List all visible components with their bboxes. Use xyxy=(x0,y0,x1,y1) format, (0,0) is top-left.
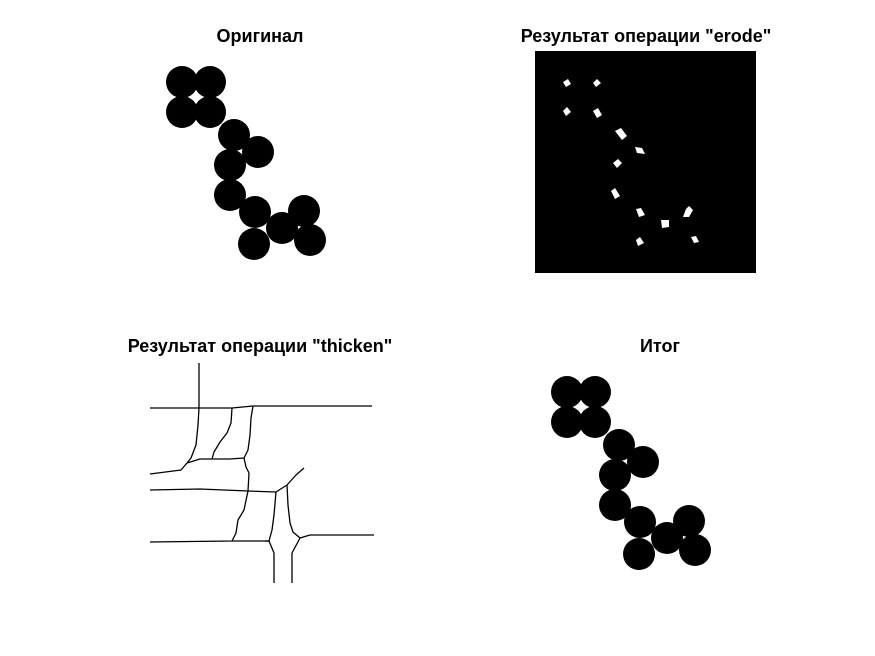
erode-fragment xyxy=(563,107,571,116)
blob-circle xyxy=(266,212,298,244)
blob-circle xyxy=(627,446,659,478)
erode-fragment xyxy=(593,79,601,87)
original-image xyxy=(166,66,326,260)
blob-circle xyxy=(623,538,655,570)
erode-fragment xyxy=(636,237,644,246)
blob-circle xyxy=(214,179,246,211)
blob-circle xyxy=(166,66,198,98)
thicken-line xyxy=(247,472,250,492)
blob-circle xyxy=(218,119,250,151)
blob-circle xyxy=(599,489,631,521)
blob-circle xyxy=(238,228,270,260)
erode-fragment xyxy=(635,147,645,154)
erode-background xyxy=(535,51,756,273)
erode-fragment xyxy=(613,159,622,168)
erode-fragment xyxy=(636,208,645,217)
blob-circle xyxy=(194,96,226,128)
thicken-image xyxy=(149,363,374,583)
thicken-line xyxy=(186,457,245,464)
blob-circle xyxy=(579,406,611,438)
erode-fragment xyxy=(691,236,699,243)
blob-circle xyxy=(166,96,198,128)
blob-circle xyxy=(651,522,683,554)
erode-fragment xyxy=(593,108,602,118)
blob-circle xyxy=(294,224,326,256)
blob-circle xyxy=(579,376,611,408)
erode-fragment xyxy=(611,188,620,199)
result-image xyxy=(551,376,711,570)
panel-title-thicken: Результат операции "thicken" xyxy=(127,336,393,356)
erode-fragment xyxy=(563,79,571,87)
blob-circle xyxy=(214,149,246,181)
blob-circle xyxy=(551,376,583,408)
panel-title-original: Оригинал xyxy=(216,26,304,46)
thicken-line xyxy=(268,491,277,542)
panel-title-result: Итог xyxy=(639,336,680,356)
thicken-line xyxy=(243,457,250,474)
thicken-line xyxy=(211,407,233,460)
blob-circle xyxy=(239,196,271,228)
thicken-line xyxy=(268,540,275,583)
erode-fragment xyxy=(661,220,669,228)
blob-circle xyxy=(288,195,320,227)
thicken-line xyxy=(149,490,249,543)
blob-circle xyxy=(194,66,226,98)
blob-circle xyxy=(242,136,274,168)
blob-circle xyxy=(551,406,583,438)
blob-circle xyxy=(624,506,656,538)
blob-circle xyxy=(599,459,631,491)
blob-circle xyxy=(673,505,705,537)
blob-circle xyxy=(603,429,635,461)
thicken-line xyxy=(149,488,249,492)
thicken-line xyxy=(149,407,200,475)
thicken-line xyxy=(243,405,254,459)
thicken-line xyxy=(150,405,372,409)
erode-fragment xyxy=(683,206,693,217)
thicken-line xyxy=(247,467,305,493)
thicken-line xyxy=(291,537,301,583)
blob-circle xyxy=(679,534,711,566)
erode-fragment xyxy=(615,128,627,140)
thicken-line xyxy=(286,484,301,539)
erode-image xyxy=(535,51,756,273)
panel-title-erode: Результат операции "erode" xyxy=(520,26,772,46)
thicken-line xyxy=(299,534,374,539)
